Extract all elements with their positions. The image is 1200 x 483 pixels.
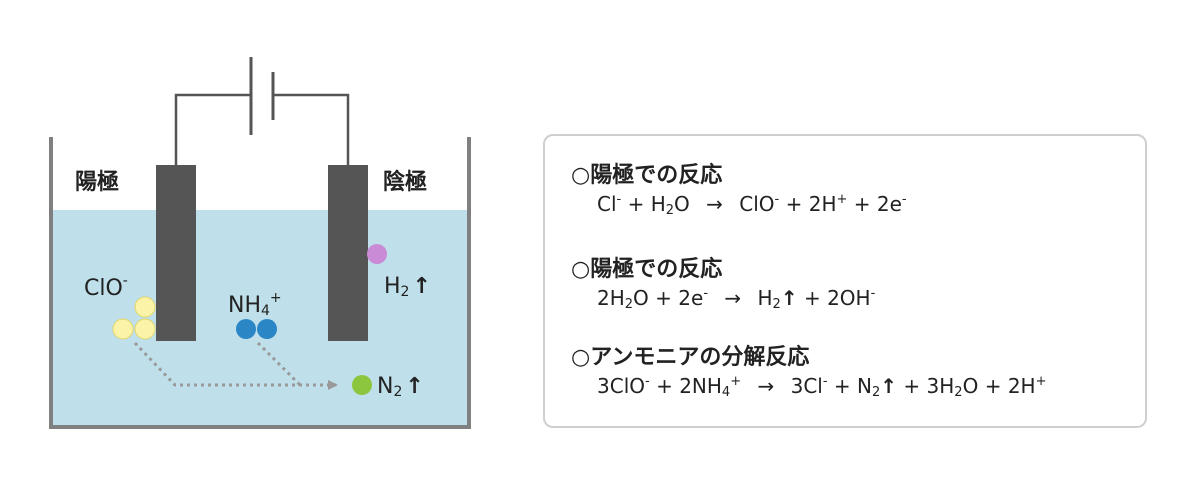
clo-particle	[134, 318, 156, 340]
eq-subscript: 2	[665, 203, 675, 218]
ammonia-decomposition-section: ○アンモニアの分解反応 3ClO- + 2NH4+ → 3Cl- + N2↑ +…	[571, 344, 1046, 400]
nh4-label-sup: +	[270, 290, 282, 306]
eq-term: 2H	[1007, 374, 1036, 398]
reaction-heading: ○陽極での反応	[571, 257, 723, 282]
eq-term: 2e	[678, 286, 704, 310]
eq-subscript: 4	[721, 385, 731, 400]
h2-gas-arrow: ↑	[412, 274, 430, 299]
eq-arrow: →	[724, 286, 742, 310]
eq-term: 2H	[808, 192, 837, 216]
eq-superscript: -	[901, 192, 907, 207]
clo-path-arrow	[133, 341, 338, 390]
eq-plus: +	[803, 286, 821, 310]
n2-label-main: N	[377, 374, 393, 399]
clo-label-sup: -	[123, 273, 128, 289]
eq-plus: +	[833, 374, 851, 398]
anode-reaction-section-2: ○陽極での反応 2H2O + 2e- → H2↑ + 2OH-	[571, 256, 875, 312]
eq-subscript: 2	[872, 385, 881, 400]
eq-term: Cl	[597, 192, 617, 216]
eq-term: 2NH	[679, 374, 722, 398]
anode-label: 陽極	[75, 169, 119, 195]
nh4-label-sub: 4	[261, 303, 270, 319]
electrolysis-cell-diagram: 陽極 陰極 ClO- NH4+ H2↑ N2↑	[49, 57, 471, 429]
reaction-heading: ○陽極での反応	[571, 163, 723, 188]
eq-term: 3Cl	[790, 374, 823, 398]
gas-arrow: ↑	[780, 286, 798, 310]
eq-plus: +	[656, 374, 673, 398]
nh4-label-main: NH	[228, 293, 261, 318]
eq-term: 3H	[926, 374, 955, 398]
eq-superscript: -	[703, 286, 709, 301]
clo-particle	[134, 296, 156, 318]
nh4-label: NH4+	[228, 290, 282, 319]
eq-term: ClO	[739, 192, 775, 216]
reaction-heading: ○アンモニアの分解反応	[571, 345, 810, 370]
eq-plus: +	[853, 192, 871, 216]
eq-term: 3ClO	[597, 374, 645, 398]
nh4-path-arrow	[256, 341, 302, 387]
eq-superscript: +	[730, 374, 742, 389]
eq-plus: +	[984, 374, 1002, 398]
eq-superscript: +	[836, 192, 848, 207]
clo-label: ClO-	[84, 273, 128, 301]
eq-term: H	[650, 192, 666, 216]
eq-term: 2OH	[827, 286, 871, 310]
eq-subscript: 2	[954, 385, 963, 400]
eq-superscript: -	[822, 374, 828, 389]
clo-particle	[112, 318, 134, 340]
eq-superscript: +	[1035, 374, 1047, 389]
reactions-panel: ○陽極での反応 Cl- + H2O → ClO- + 2H+ + 2e- ○陽極…	[543, 134, 1147, 428]
n2-gas-arrow: ↑	[405, 374, 423, 399]
anode-electrode	[156, 165, 196, 341]
eq-term: H	[757, 286, 773, 310]
eq-superscript: -	[616, 192, 622, 207]
reaction-equation: 3ClO- + 2NH4+ → 3Cl- + N2↑ + 3H2O + 2H+	[597, 372, 1046, 400]
n2-particle	[352, 375, 372, 395]
electrolyte-solution	[52, 210, 468, 425]
cathode-electrode	[328, 165, 368, 341]
eq-arrow: →	[706, 192, 723, 216]
eq-term: O	[674, 192, 690, 216]
eq-term: 2e	[876, 192, 902, 216]
eq-superscript: -	[645, 374, 650, 389]
clo-label-main: ClO	[84, 276, 123, 301]
h2-label: H2↑	[384, 274, 431, 300]
anode-reaction-section: ○陽極での反応 Cl- + H2O → ClO- + 2H+ + 2e-	[571, 162, 907, 218]
h2-particle	[367, 244, 387, 264]
nh4-particle	[236, 319, 256, 339]
eq-arrow: →	[757, 374, 775, 398]
n2-label-sub: 2	[393, 384, 402, 400]
nh4-particle	[257, 319, 277, 339]
eq-term: 2H	[597, 286, 625, 310]
eq-subscript: 2	[772, 297, 781, 312]
eq-plus: +	[627, 192, 645, 216]
reaction-equation: 2H2O + 2e- → H2↑ + 2OH-	[597, 284, 875, 312]
eq-plus: +	[785, 192, 803, 216]
gas-arrow: ↑	[880, 374, 898, 398]
eq-plus: +	[655, 286, 672, 310]
eq-superscript: -	[870, 286, 876, 301]
eq-term: O	[962, 374, 979, 398]
eq-superscript: -	[774, 192, 780, 207]
circuit-wire	[174, 93, 350, 165]
vessel	[49, 137, 471, 429]
n2-label: N2↑	[377, 374, 424, 400]
h2-label-sub: 2	[401, 284, 410, 300]
eq-term: N	[857, 374, 872, 398]
eq-subscript: 2	[624, 297, 634, 312]
reaction-equation: Cl- + H2O → ClO- + 2H+ + 2e-	[597, 190, 907, 218]
h2-label-main: H	[384, 274, 401, 299]
eq-plus: +	[903, 374, 921, 398]
eq-term: O	[633, 286, 649, 310]
cathode-label: 陰極	[383, 169, 427, 195]
